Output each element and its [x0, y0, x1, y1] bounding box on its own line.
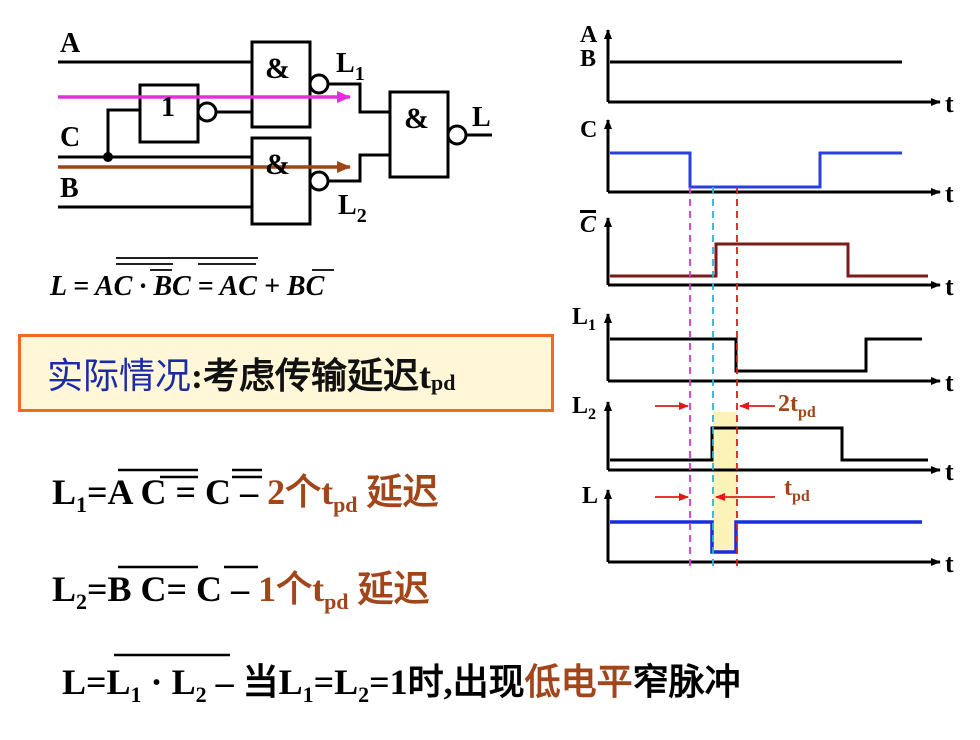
formula: L = AC · BC = AC + BC — [49, 257, 334, 302]
eq3-l2: L — [171, 662, 196, 702]
waveform-l — [610, 520, 922, 554]
eq1-dash: – — [231, 472, 268, 512]
eq3-end: 窄脉冲 — [632, 662, 741, 702]
eq1-lhs-sub: 1 — [76, 492, 88, 518]
eq1-eq: =A C = C — [87, 472, 232, 512]
timing-axes — [604, 29, 941, 566]
eq3-lhs: L= — [62, 662, 107, 702]
eq2-lhs: L — [52, 569, 77, 609]
glitch-highlight — [713, 412, 737, 554]
wire-l2 — [328, 153, 390, 183]
eq1-count: 2个t — [267, 472, 334, 512]
label-a: A — [60, 28, 81, 59]
eq3-mid: =L — [313, 662, 359, 702]
and-gate-1-symbol: & — [265, 52, 290, 85]
logic-circuit — [58, 40, 492, 226]
label-l2: L2 — [338, 190, 367, 227]
junction-dot — [103, 152, 113, 162]
timing-label-a: A — [580, 22, 598, 48]
timing-label-c: C — [580, 117, 597, 143]
eq3-l1-sub: 1 — [130, 682, 142, 708]
callout-lead: 实际情况 — [47, 356, 192, 396]
wire-c-branch — [106, 108, 140, 157]
timing-label-cbar: C — [580, 212, 597, 238]
label-2tpd: 2tpd — [778, 391, 816, 421]
waveform-l2 — [610, 426, 928, 462]
equation-l: L=L1 · L2 – 当L1=L2=1时,出现低电平窄脉冲 — [62, 653, 741, 708]
eq2-tail: 延迟 — [348, 569, 430, 609]
axis-t-l2: t — [945, 457, 954, 486]
wire-l1 — [328, 82, 390, 114]
formula-overbars — [116, 257, 334, 271]
eq3-red: 低电平 — [524, 662, 633, 702]
timing-label-b: B — [580, 46, 596, 72]
eq3-dot: · — [141, 662, 172, 702]
timing-label-l1: L1 — [572, 304, 596, 334]
axis-t-ab: t — [945, 89, 954, 118]
label-tpd: tpd — [784, 475, 810, 505]
label-output-l: L — [472, 102, 491, 133]
waveform-cbar — [610, 242, 928, 278]
eq1-tail: 延迟 — [357, 472, 439, 512]
eq3-csub2: 2 — [358, 682, 370, 708]
label-l1: L1 — [336, 48, 365, 85]
eq3-dash: – 当L — [206, 662, 303, 702]
formula-text: L = AC · BC = AC + BC — [49, 271, 325, 302]
waveform-l1 — [610, 337, 922, 373]
eq3-cond: =1时,出现 — [369, 662, 525, 702]
eq3-l2-sub: 2 — [195, 682, 207, 708]
eq2-eq: =B C= C — [87, 569, 223, 609]
axis-t-cbar: t — [945, 272, 954, 301]
label-c: C — [60, 122, 80, 153]
eq3-csub1: 1 — [302, 682, 314, 708]
equation-l2: L2=B C= C – 1个tpd 延迟 — [52, 560, 430, 615]
eq2-sub: pd — [324, 589, 349, 615]
timing-label-l2: L2 — [572, 393, 596, 423]
eq1-sub: pd — [333, 492, 358, 518]
axis-t-l1: t — [945, 368, 954, 397]
waveform-c — [610, 151, 902, 189]
label-b: B — [60, 173, 79, 204]
eq2-count: 1个t — [258, 569, 325, 609]
timing-label-l: L — [582, 483, 598, 509]
not-gate-symbol: 1 — [161, 92, 175, 123]
eq2-lhs-sub: 2 — [76, 589, 88, 615]
and-gate-2-symbol: & — [265, 148, 290, 181]
eq2-dash: – — [222, 569, 259, 609]
equation-l1: L1=A C = C – 2个tpd 延迟 — [52, 463, 439, 518]
axis-t-c: t — [945, 179, 954, 208]
callout-rest: :考虑传输延迟t — [191, 356, 431, 396]
eq3-l1: L — [106, 662, 131, 702]
eq1-lhs: L — [52, 472, 77, 512]
axis-t-l: t — [945, 549, 954, 578]
and-gate-final-symbol: & — [404, 102, 429, 135]
callout-sub: pd — [431, 370, 456, 395]
